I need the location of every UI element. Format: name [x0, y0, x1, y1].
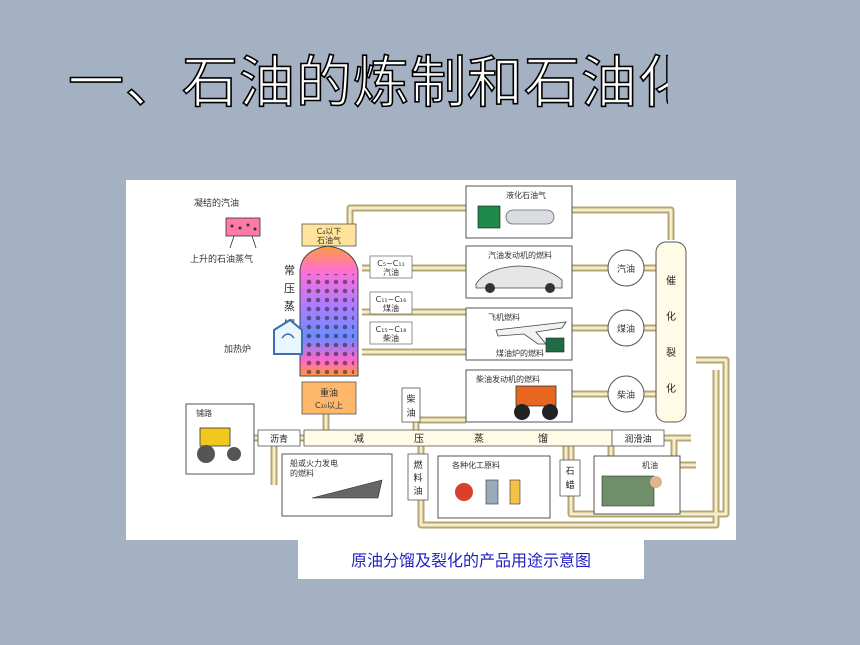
use-lubricate-label: 机油	[642, 460, 658, 470]
fraction-gasoline: C₅~C₁₁ 汽油	[369, 255, 413, 279]
condensed-gasoline-label: 凝结的汽油	[194, 197, 239, 209]
cracking-diesel-circle: 柴油	[607, 375, 645, 413]
cracking-diesel-label: 柴油	[617, 389, 635, 401]
vacuum-diesel-2: 油	[406, 407, 415, 419]
fuel-oil-1: 燃	[413, 459, 422, 471]
paraffin-1: 石	[565, 467, 574, 477]
use-car-fuel-label: 汽油发动机的燃料	[488, 250, 552, 260]
use-stove-fuel-label: 煤油炉的燃料	[496, 348, 544, 358]
refining-diagram: 凝结的汽油 上升的石油蒸气 C₄以下 石油气 重油 C₂₀以上 常 压 蒸 馏 …	[126, 180, 736, 540]
paraffin-box: 石 蜡	[559, 459, 581, 497]
fraction-diesel: C₁₅~C₁₈ 柴油	[369, 321, 413, 345]
fuel-oil-box: 燃 料 油	[407, 453, 429, 501]
paraffin-2: 蜡	[565, 479, 574, 491]
condenser-illustration: 凝结的汽油 上升的石油蒸气	[190, 197, 261, 265]
fraction-kerosene-name: 煤油	[383, 303, 399, 313]
cracking-label-1: 催	[666, 274, 676, 287]
slide-title: 一、石油的炼制和石油化工	[68, 50, 668, 117]
lube-oil-label: 润滑油	[624, 433, 651, 445]
cracking-label-2: 化	[666, 310, 676, 323]
cracking-label-3: 裂	[666, 346, 676, 359]
vacuum-label-1: 减	[354, 433, 364, 445]
vacuum-label-4: 馏	[538, 432, 548, 445]
rising-vapor-label: 上升的石油蒸气	[190, 253, 253, 265]
vacuum-diesel-box: 柴 油	[401, 387, 421, 423]
asphalt-label: 沥青	[270, 433, 288, 445]
use-lpg: 液化石油气	[465, 185, 573, 239]
fraction-gasoline-range: C₅~C₁₁	[377, 259, 405, 268]
fuel-oil-3: 油	[413, 485, 422, 497]
heavy-oil-line2: C₂₀以上	[315, 401, 343, 410]
fraction-kerosene-range: C₁₁~C₁₆	[376, 295, 407, 304]
use-chem-raw-label: 各种化工原料	[452, 460, 500, 470]
use-lubricate: 机油	[593, 455, 681, 515]
use-car-fuel: 汽油发动机的燃料	[465, 245, 573, 299]
vacuum-diesel-1: 柴	[406, 393, 415, 405]
slide-title-text: 一、石油的炼制和石油化工	[68, 51, 668, 116]
tower-label-2: 压	[284, 282, 295, 295]
use-ship-power-line2: 的燃料	[290, 468, 314, 478]
fraction-kerosene: C₁₁~C₁₆ 煤油	[369, 291, 413, 315]
cracking-gasoline-label: 汽油	[617, 263, 635, 275]
use-jet-fuel-label: 飞机燃料	[488, 312, 520, 322]
cracking-kerosene-circle: 煤油	[607, 309, 645, 347]
distillation-tower: C₄以下 石油气 重油 C₂₀以上 常 压 蒸 馏	[284, 223, 359, 415]
top-product-line1: C₄以下	[317, 227, 342, 236]
use-road-label: 铺路	[196, 408, 212, 418]
fraction-diesel-range: C₁₅~C₁₈	[376, 325, 407, 334]
vacuum-distillation-bar: 减 压 蒸 馏	[303, 429, 613, 447]
tower-label-1: 常	[284, 264, 295, 277]
heating-furnace: 加热炉	[224, 318, 303, 355]
diagram-caption: 原油分馏及裂化的产品用途示意图	[298, 539, 644, 579]
use-ship-power: 船或火力发电 的燃料	[281, 453, 393, 517]
cracking-kerosene-label: 煤油	[617, 323, 635, 335]
heavy-oil-line1: 重油	[320, 387, 338, 399]
use-diesel-engine: 柴油发动机的燃料	[465, 369, 573, 423]
fuel-oil-2: 料	[413, 472, 422, 484]
use-diesel-engine-label: 柴油发动机的燃料	[476, 374, 540, 384]
cracking-gasoline-circle: 汽油	[607, 249, 645, 287]
use-lpg-label: 液化石油气	[506, 190, 546, 200]
use-chem-raw: 各种化工原料	[437, 455, 551, 519]
asphalt-box: 沥青	[257, 429, 301, 447]
heating-furnace-label: 加热炉	[224, 343, 251, 355]
top-product-line2: 石油气	[317, 235, 341, 245]
fraction-gasoline-name: 汽油	[383, 267, 399, 277]
tower-label-3: 蒸	[284, 300, 295, 313]
fraction-diesel-name: 柴油	[383, 333, 399, 343]
lube-oil-box: 润滑油	[611, 429, 665, 447]
vacuum-label-3: 蒸	[474, 433, 484, 445]
cracking-label-4: 化	[666, 382, 676, 395]
use-ship-power-line1: 船或火力发电	[290, 458, 338, 468]
vacuum-label-2: 压	[414, 433, 424, 445]
use-road: 铺路	[185, 403, 255, 475]
catalytic-cracking-column: 催 化 裂 化	[655, 241, 687, 423]
use-jet-and-stove-fuel: 飞机燃料 煤油炉的燃料	[465, 307, 573, 361]
